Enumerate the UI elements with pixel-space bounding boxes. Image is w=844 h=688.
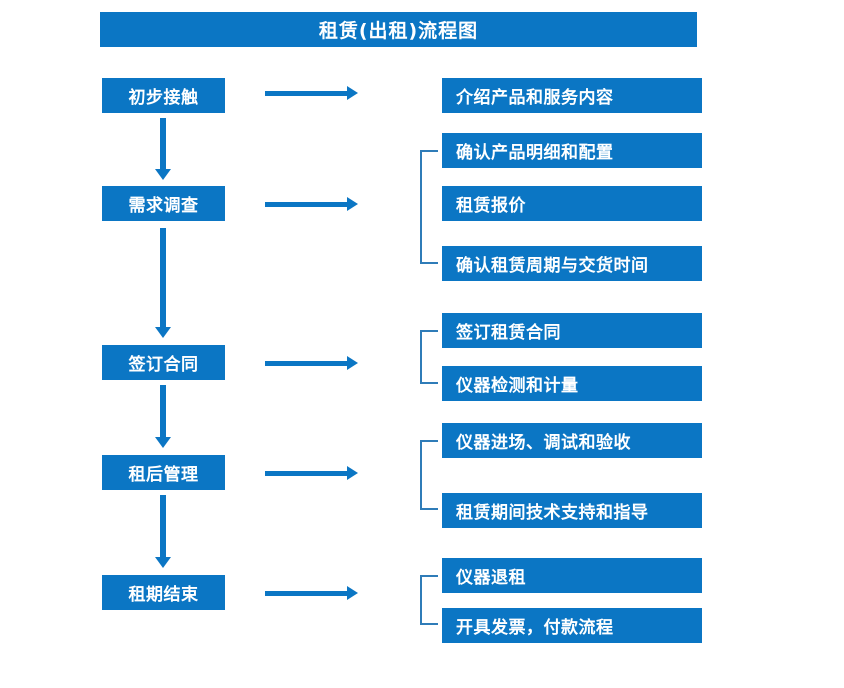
arrow-shaft	[160, 118, 166, 170]
stage-box[interactable]: 需求调查	[102, 186, 225, 221]
detail-box[interactable]: 签订租赁合同	[442, 313, 702, 348]
detail-box[interactable]: 确认租赁周期与交货时间	[442, 246, 702, 281]
arrow-head	[347, 466, 358, 480]
detail-box[interactable]: 确认产品明细和配置	[442, 133, 702, 168]
arrow-head	[155, 327, 171, 338]
stage-box[interactable]: 租后管理	[102, 455, 225, 490]
arrow-shaft	[160, 495, 166, 558]
arrow-shaft	[265, 361, 348, 366]
arrow-shaft	[160, 228, 166, 328]
stage-box[interactable]: 初步接触	[102, 78, 225, 113]
detail-box[interactable]: 开具发票，付款流程	[442, 608, 702, 643]
arrow-head	[347, 197, 358, 211]
detail-box[interactable]: 租赁报价	[442, 186, 702, 221]
detail-box[interactable]: 租赁期间技术支持和指导	[442, 493, 702, 528]
detail-box[interactable]: 介绍产品和服务内容	[442, 78, 702, 113]
group-bracket	[420, 575, 438, 625]
detail-box[interactable]: 仪器进场、调试和验收	[442, 423, 702, 458]
group-bracket	[420, 440, 438, 510]
arrow-shaft	[160, 385, 166, 438]
arrow-shaft	[265, 91, 348, 96]
detail-box[interactable]: 仪器退租	[442, 558, 702, 593]
arrow-shaft	[265, 591, 348, 596]
group-bracket	[420, 330, 438, 384]
arrow-head	[347, 586, 358, 600]
arrow-shaft	[265, 202, 348, 207]
flow-arrow-down	[155, 228, 171, 338]
flow-arrow-down	[155, 495, 171, 568]
detail-box[interactable]: 仪器检测和计量	[442, 366, 702, 401]
arrow-head	[347, 86, 358, 100]
stage-box[interactable]: 租期结束	[102, 575, 225, 610]
flow-arrow-right	[265, 466, 358, 480]
flow-arrow-right	[265, 197, 358, 211]
flow-arrow-right	[265, 586, 358, 600]
arrow-head	[155, 169, 171, 180]
arrow-head	[155, 557, 171, 568]
flow-arrow-down	[155, 385, 171, 448]
flow-arrow-down	[155, 118, 171, 180]
flow-arrow-right	[265, 356, 358, 370]
arrow-shaft	[265, 471, 348, 476]
flow-arrow-right	[265, 86, 358, 100]
stage-box[interactable]: 签订合同	[102, 345, 225, 380]
group-bracket	[420, 150, 438, 264]
arrow-head	[155, 437, 171, 448]
diagram-title: 租赁(出租)流程图	[100, 12, 697, 47]
arrow-head	[347, 356, 358, 370]
